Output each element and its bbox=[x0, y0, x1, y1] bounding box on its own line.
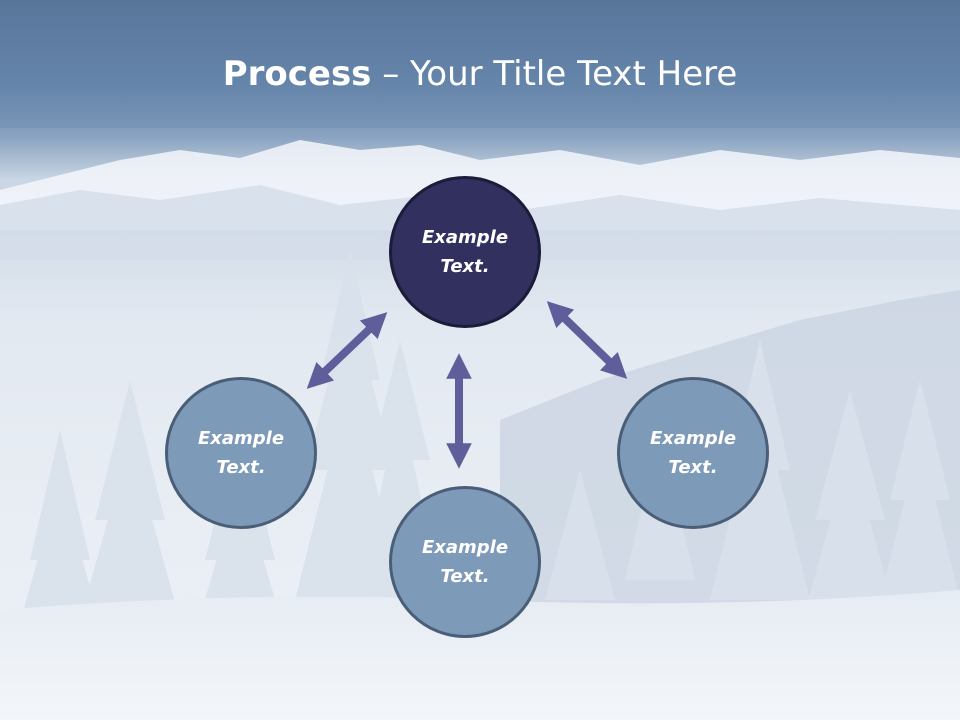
title-rest: – Your Title Text Here bbox=[371, 54, 738, 94]
process-node-top: Example Text. bbox=[389, 176, 541, 328]
title-bold: Process bbox=[222, 54, 372, 94]
slide-title: Process – Your Title Text Here bbox=[0, 52, 960, 96]
process-node-right: Example Text. bbox=[617, 377, 769, 529]
process-node-bottom: Example Text. bbox=[389, 486, 541, 638]
process-node-left: Example Text. bbox=[165, 377, 317, 529]
